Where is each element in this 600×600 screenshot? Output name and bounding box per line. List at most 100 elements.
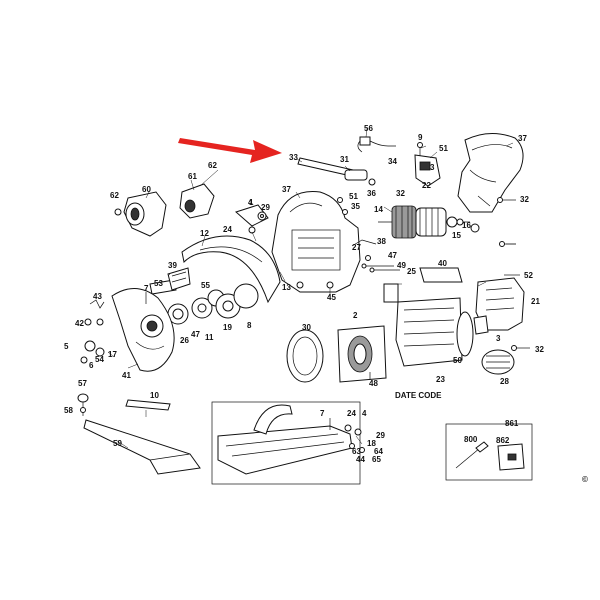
bearing-part-15-16 xyxy=(470,223,480,233)
small-parts-base xyxy=(329,418,365,453)
screw-part-62-left xyxy=(114,208,122,216)
handle-part-37 xyxy=(457,133,524,213)
lever-part-39 xyxy=(167,267,191,291)
spindle-part-53 xyxy=(149,279,177,295)
part-label-p39: 39 xyxy=(168,261,177,270)
part-label-p18: 18 xyxy=(367,439,376,448)
part-label-p25: 25 xyxy=(407,267,416,276)
part-label-p37a: 37 xyxy=(518,134,527,143)
lever-part-1 xyxy=(235,204,269,227)
screws-part-49-25 xyxy=(361,263,400,273)
part-label-p47a: 47 xyxy=(388,251,397,260)
spring-part-43-42 xyxy=(84,299,105,326)
part-label-p50: 50 xyxy=(453,356,462,365)
part-label-p41: 41 xyxy=(122,371,131,380)
copyright-mark: © xyxy=(582,475,588,484)
part-label-p12: 12 xyxy=(200,229,209,238)
stator-part-50 xyxy=(456,311,474,357)
part-label-p5: 5 xyxy=(64,342,69,351)
part-label-p58: 58 xyxy=(64,406,73,415)
part-label-p54: 54 xyxy=(95,355,104,364)
knob-part-54-6-5 xyxy=(80,340,105,364)
adapter-part-61 xyxy=(179,183,215,219)
part-label-p57: 57 xyxy=(78,379,87,388)
part-label-p16: 16 xyxy=(462,221,471,230)
field-coil-part-2 xyxy=(337,325,387,383)
part-label-p3a: 3 xyxy=(430,163,435,172)
part-label-p7a: 7 xyxy=(144,284,149,293)
part-label-p800: 800 xyxy=(464,435,478,444)
lower-guard-part-41 xyxy=(111,288,175,372)
part-label-p28: 28 xyxy=(500,377,509,386)
part-label-p9: 9 xyxy=(418,133,423,142)
motor-housing-part-13 xyxy=(271,190,361,293)
part-label-p52: 52 xyxy=(524,271,533,280)
fan-baffle-part-30 xyxy=(286,329,324,383)
screws-part-35-51 xyxy=(337,197,348,215)
part-label-p14: 14 xyxy=(374,205,383,214)
clip-part-44-3 xyxy=(473,315,489,335)
leader-lines xyxy=(107,127,516,449)
part-label-p51b: 51 xyxy=(349,192,358,201)
part-label-p3b: 3 xyxy=(496,334,501,343)
part-label-p37b: 37 xyxy=(282,185,291,194)
rear-cover-part-21 xyxy=(475,277,525,331)
part-label-p51a: 51 xyxy=(439,144,448,153)
part-label-p8: 8 xyxy=(247,321,252,330)
wire-clip-part-56 xyxy=(357,136,396,153)
part-label-p56: 56 xyxy=(364,124,373,133)
washer-part-24 xyxy=(248,226,256,234)
upper-guard-part-12 xyxy=(181,235,281,304)
part-label-p19: 19 xyxy=(223,323,232,332)
part-label-p40: 40 xyxy=(438,259,447,268)
armature-part-14 xyxy=(378,205,470,239)
part-label-p65: 65 xyxy=(372,455,381,464)
part-label-p35: 35 xyxy=(351,202,360,211)
label-part-40 xyxy=(419,267,463,283)
part-label-p45: 45 xyxy=(327,293,336,302)
part-label-p29a: 29 xyxy=(261,203,270,212)
part-label-p43: 43 xyxy=(93,292,102,301)
part-label-p7b: 7 xyxy=(320,409,325,418)
part-label-p31: 31 xyxy=(340,155,349,164)
part-label-p61: 61 xyxy=(188,172,197,181)
base-plate-frame xyxy=(211,401,361,485)
part-label-p60: 60 xyxy=(142,185,151,194)
part-label-p10: 10 xyxy=(150,391,159,400)
part-label-p13: 13 xyxy=(282,283,291,292)
part-label-p23: 23 xyxy=(436,375,445,384)
spring-part-10 xyxy=(125,399,171,411)
part-label-p63: 63 xyxy=(352,447,361,456)
knob-part-57-58 xyxy=(77,393,89,416)
screw-part-9 xyxy=(417,142,423,156)
part-label-p4b: 4 xyxy=(362,409,367,418)
part-label-p53: 53 xyxy=(154,279,163,288)
part-label-p48: 48 xyxy=(369,379,378,388)
part-label-p32a: 32 xyxy=(396,189,405,198)
rod-part-33-31 xyxy=(297,157,376,186)
screw-part-32-top xyxy=(497,197,516,203)
part-label-p64: 64 xyxy=(374,447,383,456)
part-label-p22: 22 xyxy=(422,181,431,190)
part-label-p38: 38 xyxy=(377,237,386,246)
part-label-p24b: 24 xyxy=(347,409,356,418)
screw-part-32-low xyxy=(511,345,530,351)
part-label-p47b: 47 xyxy=(191,330,200,339)
part-label-p17: 17 xyxy=(108,350,117,359)
part-label-p33: 33 xyxy=(289,153,298,162)
part-label-p44: 44 xyxy=(356,455,365,464)
part-label-p2: 2 xyxy=(353,311,358,320)
part-label-p29b: 29 xyxy=(376,431,385,440)
part-label-p27: 27 xyxy=(352,243,361,252)
red-pointer-arrow xyxy=(178,138,282,163)
part-label-p861: 861 xyxy=(505,419,519,428)
switch-part-22 xyxy=(414,154,441,187)
part-label-p862: 862 xyxy=(496,436,510,445)
part-label-p15: 15 xyxy=(452,231,461,240)
part-label-p55: 55 xyxy=(201,281,210,290)
part-label-p59: 59 xyxy=(113,439,122,448)
gear-housing-part-23 xyxy=(383,283,463,367)
